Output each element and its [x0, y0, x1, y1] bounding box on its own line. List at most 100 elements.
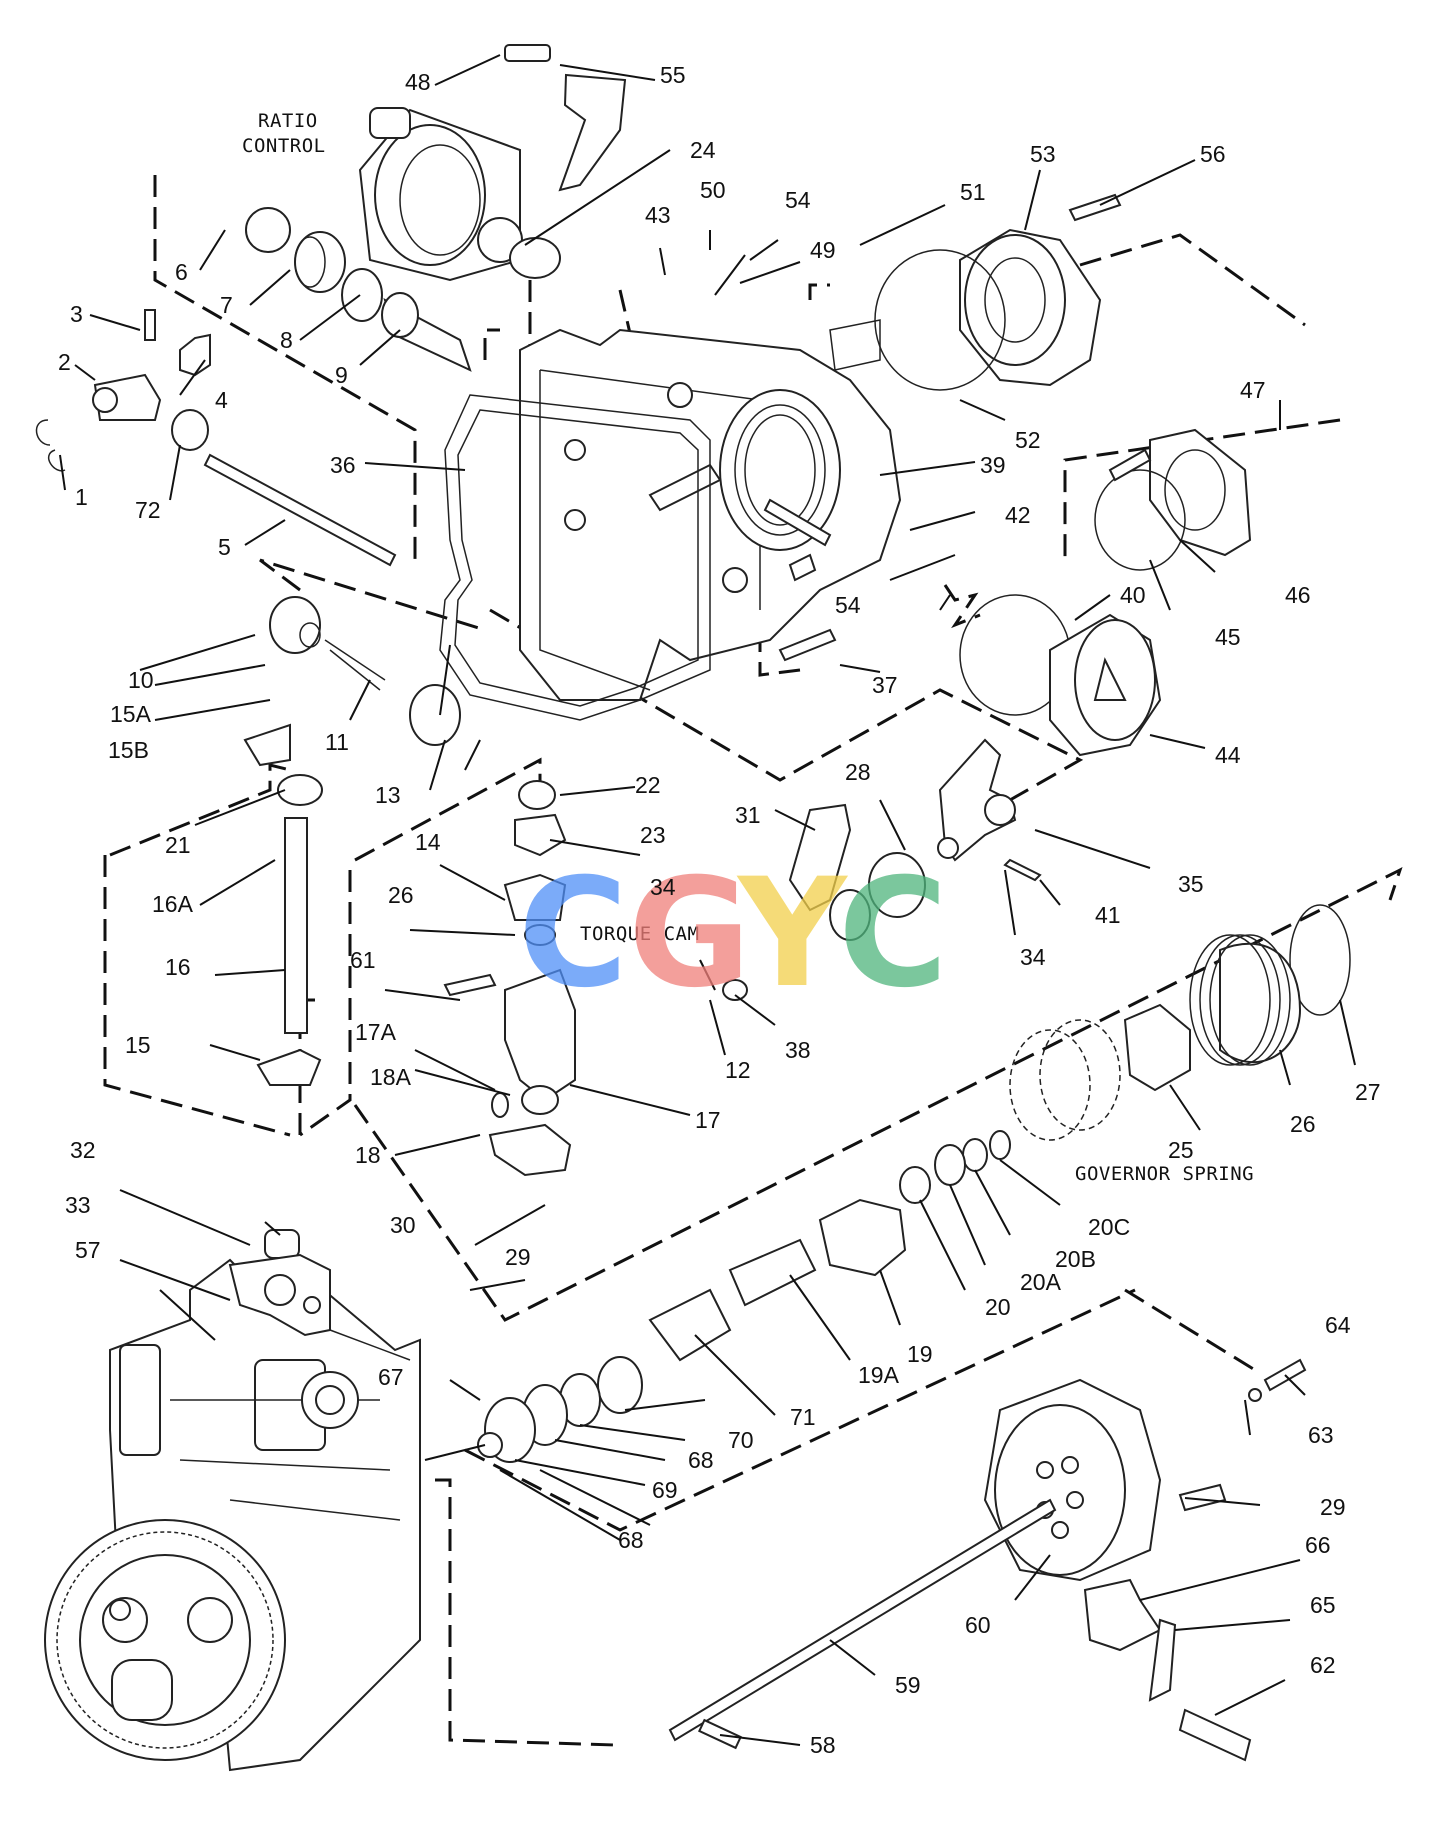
callout-15: 15 [125, 1032, 151, 1058]
callout-64: 64 [1325, 1312, 1351, 1338]
callout-56: 56 [1200, 141, 1226, 167]
callout-15b: 15B [108, 737, 149, 763]
callout-51: 51 [960, 179, 986, 205]
gasket-36 [439, 394, 711, 721]
callout-10: 10 [128, 667, 154, 693]
watermark-letter-2: G [628, 847, 751, 1021]
callout-65: 65 [1310, 1592, 1336, 1618]
callout-16a: 16A [152, 891, 194, 917]
callout-61: 61 [350, 947, 376, 973]
callout-48: 48 [405, 69, 431, 95]
parts-32-33 [228, 1229, 331, 1337]
callout-60: 60 [965, 1612, 991, 1638]
left-top-small-parts [35, 207, 472, 567]
callout-57: 57 [75, 1237, 101, 1263]
plug-44 [959, 594, 1162, 757]
callout-16: 16 [165, 954, 191, 980]
callout-31: 31 [735, 802, 761, 828]
callout-13: 13 [375, 782, 401, 808]
callout-59: 59 [895, 1672, 921, 1698]
callout-19: 19 [907, 1341, 933, 1367]
captions: RATIO CONTROL TORQUE CAM GOVERNOR SPRING [242, 110, 1254, 1185]
callout-43: 43 [645, 202, 671, 228]
cover-46 [1094, 428, 1252, 571]
callout-5: 5 [218, 534, 231, 560]
callout-72: 72 [135, 497, 161, 523]
callout-33: 33 [65, 1192, 91, 1218]
callout-14: 14 [415, 829, 441, 855]
callout-2: 2 [58, 349, 71, 375]
callout-41: 41 [1095, 902, 1121, 928]
torque-cam-assembly [488, 780, 576, 1177]
callout-26-torque: 26 [388, 882, 414, 908]
cover-53 [874, 228, 1102, 391]
callout-21: 21 [165, 832, 191, 858]
callout-17a: 17A [355, 1019, 397, 1045]
callout-20b: 20B [1055, 1246, 1096, 1272]
callout-9: 9 [335, 362, 348, 388]
callout-24: 24 [690, 137, 716, 163]
callout-19a: 19A [858, 1362, 900, 1388]
callout-18: 18 [355, 1142, 381, 1168]
callout-39: 39 [980, 452, 1006, 478]
callout-45: 45 [1215, 624, 1241, 650]
caption-ratio-line1: RATIO [258, 110, 318, 132]
caption-governor-spring: GOVERNOR SPRING [1075, 1163, 1254, 1185]
callout-12: 12 [725, 1057, 751, 1083]
callout-44: 44 [1215, 742, 1241, 768]
callout-23: 23 [640, 822, 666, 848]
lever-parts-left [243, 596, 461, 1086]
callout-46: 46 [1285, 582, 1311, 608]
callout-15a: 15A [110, 701, 152, 727]
cgyc-watermark: C G Y C [518, 847, 948, 1021]
callout-7: 7 [220, 292, 233, 318]
assembly-dashed-lines [103, 175, 1403, 1747]
callout-3: 3 [70, 301, 83, 327]
caption-ratio-line2: CONTROL [242, 135, 326, 157]
callout-28: 28 [845, 759, 871, 785]
callout-53: 53 [1030, 141, 1056, 167]
callout-38: 38 [785, 1037, 811, 1063]
callout-34-cam: 34 [650, 874, 676, 900]
callout-36: 36 [330, 452, 356, 478]
callout-30: 30 [390, 1212, 416, 1238]
callout-62: 62 [1310, 1652, 1336, 1678]
callout-54-mid: 54 [835, 592, 861, 618]
callout-18a: 18A [370, 1064, 412, 1090]
callout-49: 49 [810, 237, 836, 263]
callout-70: 70 [728, 1427, 754, 1453]
callout-68-a: 68 [618, 1527, 644, 1553]
callout-54-top: 54 [785, 187, 811, 213]
callout-55: 55 [660, 62, 686, 88]
bolts-misc [443, 193, 1152, 997]
watermark-letter-1: C [518, 847, 628, 1021]
callout-8: 8 [280, 327, 293, 353]
callout-29-lever: 29 [505, 1244, 531, 1270]
watermark-letter-4: C [838, 847, 948, 1021]
callout-20: 20 [985, 1294, 1011, 1320]
callout-37: 37 [872, 672, 898, 698]
callout-50: 50 [700, 177, 726, 203]
callout-42: 42 [1005, 502, 1031, 528]
callout-47: 47 [1240, 377, 1266, 403]
callout-17: 17 [695, 1107, 721, 1133]
callout-69: 69 [652, 1477, 678, 1503]
callout-63: 63 [1308, 1422, 1334, 1448]
callout-32: 32 [70, 1137, 96, 1163]
callout-20a: 20A [1020, 1269, 1062, 1295]
callout-52: 52 [1015, 427, 1041, 453]
callout-35: 35 [1178, 871, 1204, 897]
callout-29-bolt: 29 [1320, 1494, 1346, 1520]
callout-58: 58 [810, 1732, 836, 1758]
levers-28-31-35 [722, 738, 1017, 1001]
pump-housing-57 [44, 1258, 421, 1772]
callout-26-governor: 26 [1290, 1111, 1316, 1137]
callout-25: 25 [1168, 1137, 1194, 1163]
callout-4: 4 [215, 387, 228, 413]
callout-22: 22 [635, 772, 661, 798]
hub-60-assembly [668, 1358, 1307, 1762]
callout-6: 6 [175, 259, 188, 285]
governor-spring-assembly [477, 904, 1351, 1463]
leader-lines [59, 54, 1356, 1746]
